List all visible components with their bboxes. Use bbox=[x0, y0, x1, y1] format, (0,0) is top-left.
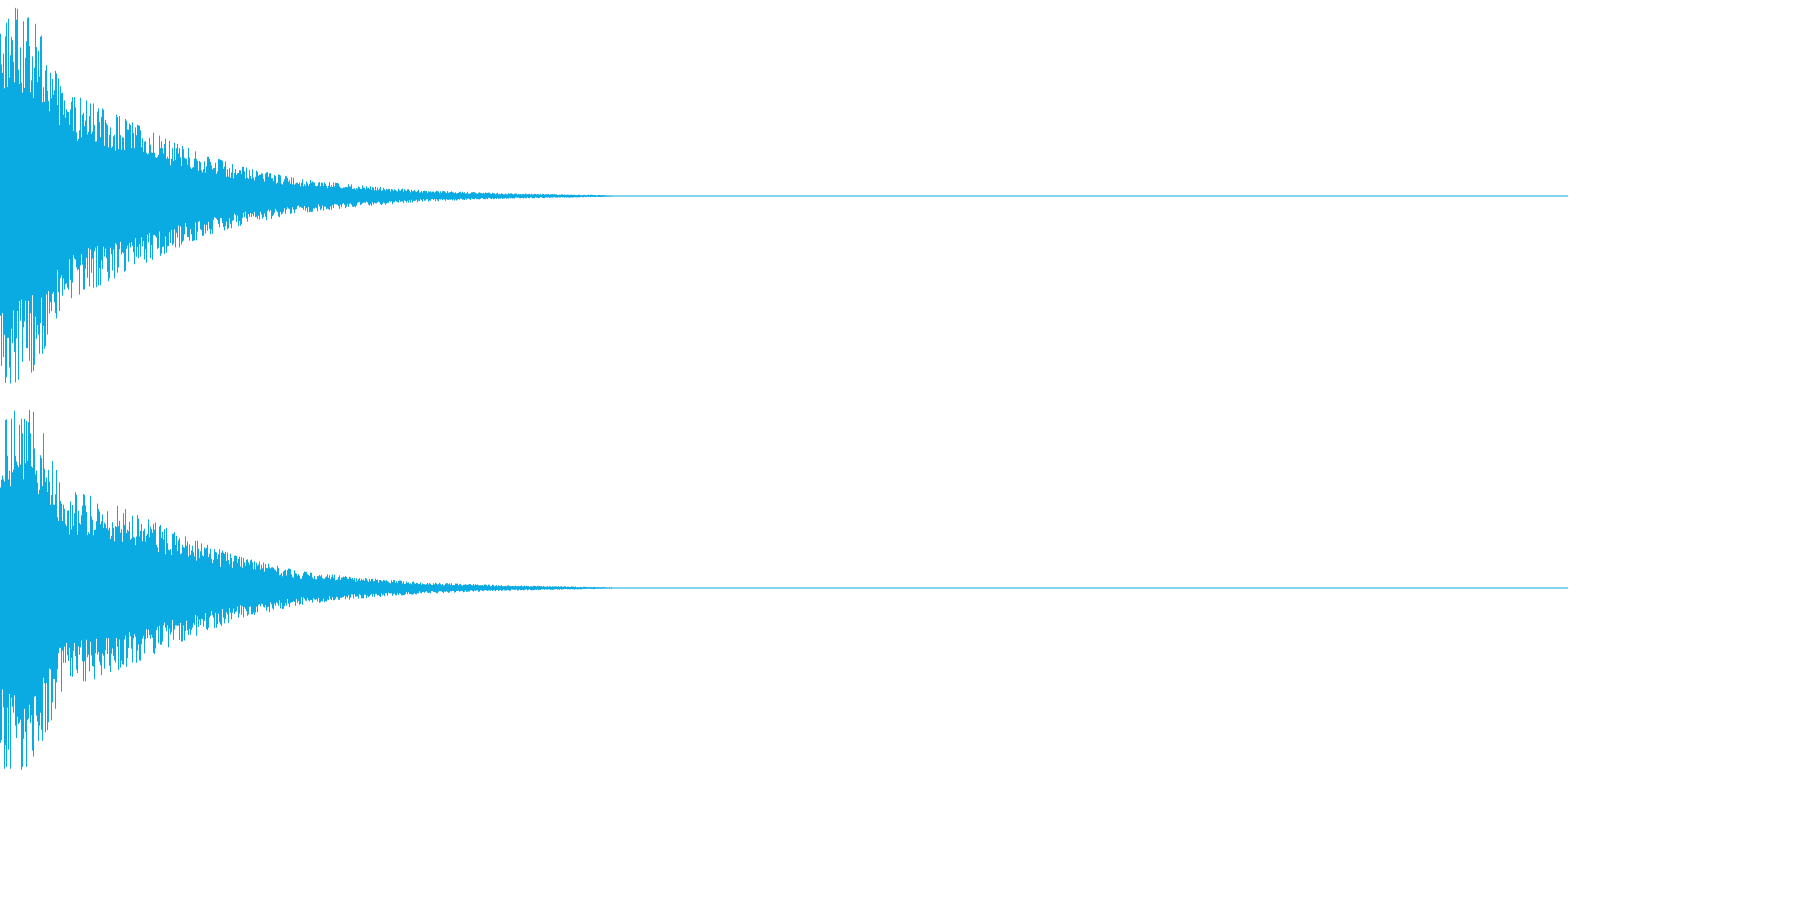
channel-1-waveform bbox=[0, 7, 612, 384]
channel-2-waveform bbox=[0, 409, 612, 770]
waveform-display[interactable] bbox=[0, 0, 1568, 778]
waveform-channel-1[interactable] bbox=[0, 7, 1568, 384]
waveform-channel-2[interactable] bbox=[0, 409, 1568, 770]
